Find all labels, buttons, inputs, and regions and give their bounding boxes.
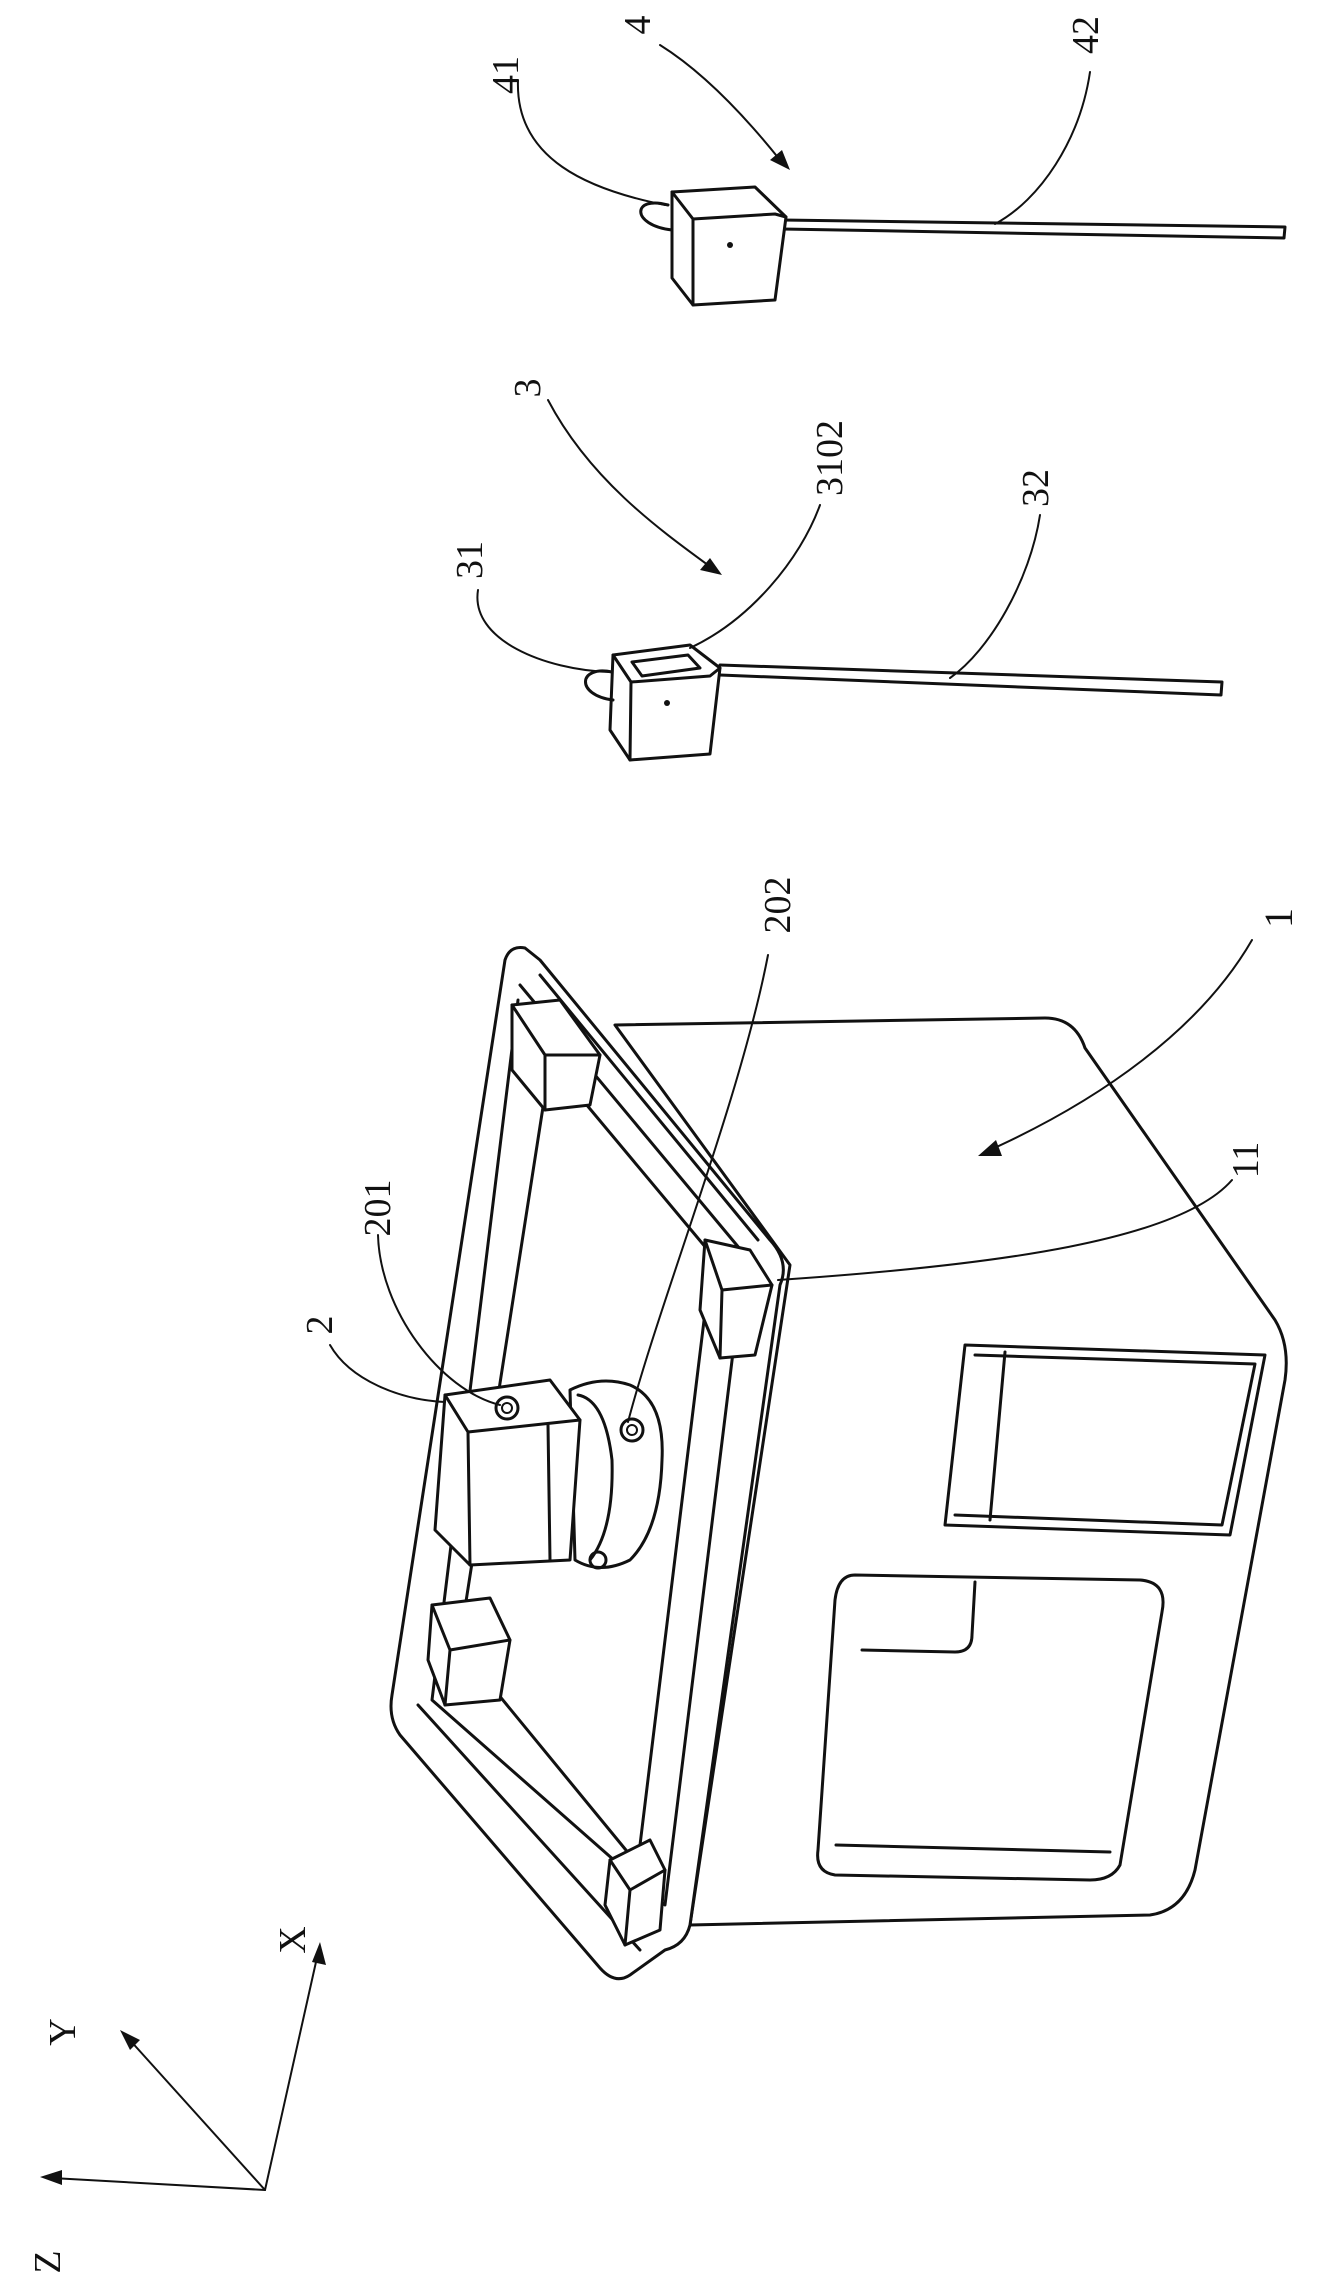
label-2: 2 — [299, 1316, 341, 1335]
label-202: 202 — [757, 877, 799, 934]
axis-label-z: Z — [27, 2250, 69, 2273]
label-31: 31 — [449, 541, 491, 579]
part-3 — [585, 645, 1222, 760]
label-11: 11 — [1225, 1142, 1267, 1179]
part-4 — [641, 187, 1285, 305]
label-3102: 3102 — [809, 420, 851, 496]
axis-indicator — [40, 1942, 326, 2190]
part-3-block — [610, 645, 720, 760]
part-4-block — [672, 187, 786, 305]
label-201: 201 — [357, 1180, 399, 1237]
label-4: 4 — [617, 16, 659, 35]
corner-block-left — [428, 1598, 510, 1705]
part-4-hook — [641, 203, 672, 230]
part-2 — [435, 1380, 662, 1568]
part-4-rod — [782, 220, 1285, 238]
label-41: 41 — [485, 56, 527, 94]
axis-labels: X Y Z — [27, 1926, 314, 2273]
part-3-rod — [720, 665, 1222, 695]
part-3-hook — [585, 671, 613, 700]
label-3: 3 — [507, 379, 549, 398]
label-42: 42 — [1065, 16, 1107, 54]
part-2-block — [435, 1380, 580, 1565]
axis-label-x: X — [272, 1926, 314, 1953]
axis-label-y: Y — [42, 2018, 84, 2045]
label-32: 32 — [1015, 469, 1057, 507]
label-1: 1 — [1256, 908, 1301, 928]
